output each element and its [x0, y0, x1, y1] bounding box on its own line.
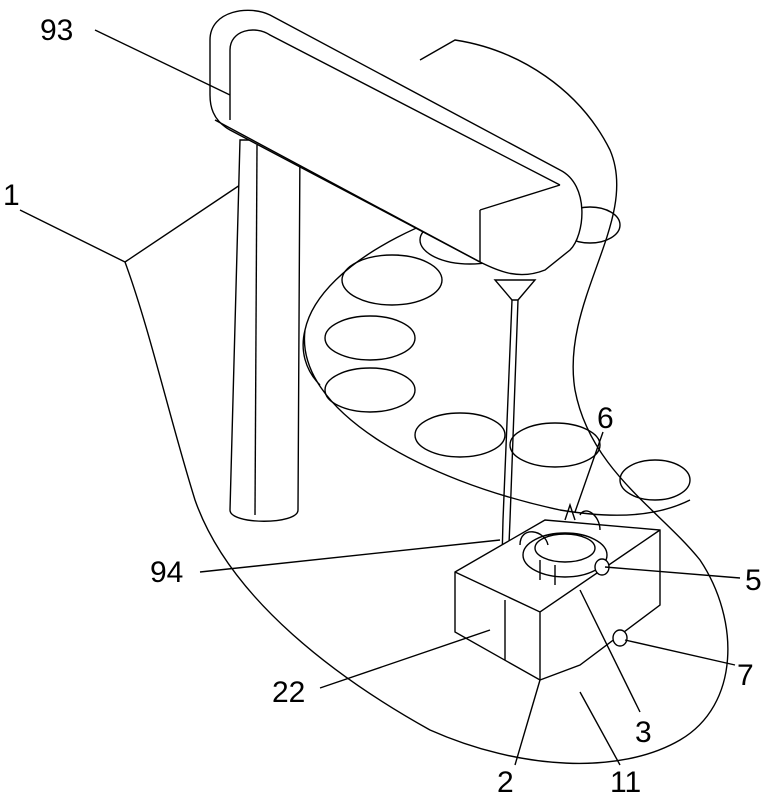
- clamps-6: [519, 502, 601, 585]
- label-94: 94: [150, 556, 183, 589]
- label-1: 1: [3, 179, 20, 212]
- label-5: 5: [745, 564, 762, 597]
- needle-94: [493, 279, 537, 301]
- label-3: 3: [635, 716, 652, 749]
- knob-7: [612, 629, 628, 647]
- label-93: 93: [40, 14, 73, 47]
- label-2: 2: [497, 766, 514, 799]
- label-6: 6: [597, 402, 614, 435]
- label-7: 7: [737, 659, 754, 692]
- base-plate: [124, 39, 729, 765]
- label-22: 22: [272, 676, 305, 709]
- leader-lines: [19, 29, 741, 766]
- label-11: 11: [610, 766, 641, 799]
- column: [229, 139, 301, 522]
- ring-3: [522, 532, 608, 578]
